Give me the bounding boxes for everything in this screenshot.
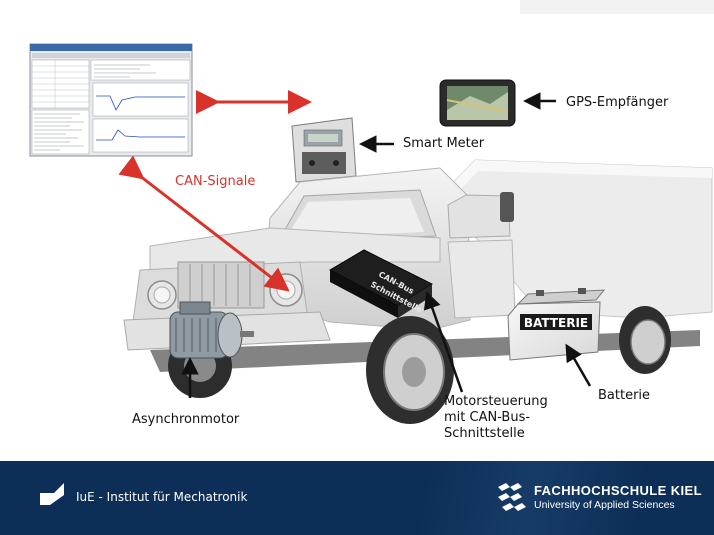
- software-screenshot: [29, 43, 193, 157]
- rear-wheel: [619, 306, 671, 374]
- red-can-signal-arrow: [118, 155, 290, 292]
- async-motor: [169, 301, 254, 359]
- gps-device: [439, 79, 516, 127]
- top-stripe: [520, 0, 714, 14]
- async-motor-label: Asynchronmotor: [132, 412, 240, 427]
- motor-control-label-2: mit CAN-Bus-: [444, 410, 531, 425]
- battery-device: BATTERIE: [507, 288, 606, 361]
- institute-name: IuE - Institut für Mechatronik: [76, 490, 248, 504]
- footer-bar: IuE - Institut für Mechatronik FACHHOCHS…: [0, 461, 714, 535]
- battery-arrow: [565, 343, 592, 387]
- can-signals-label: CAN-Signale: [175, 174, 256, 189]
- motor-control-arrow: [423, 291, 464, 393]
- school-subtitle: University of Applied Sciences: [534, 499, 675, 511]
- motor-control-label-3: Schnittstelle: [444, 426, 525, 441]
- gps-receiver-label: GPS-Empfänger: [566, 95, 669, 110]
- school-name: FACHHOCHSCHULE KIEL: [534, 483, 702, 498]
- smart-meter-label: Smart Meter: [403, 136, 485, 151]
- front-right-wheel: [366, 316, 454, 424]
- can-bus-box: CAN-Bus Schnittstelle: [328, 249, 434, 318]
- battery-label: Batterie: [598, 388, 651, 403]
- school-logo-icon: [498, 483, 526, 511]
- motor-control-label-1: Motorsteuerung: [444, 394, 548, 409]
- smart-meter: [291, 117, 357, 183]
- battery-box-label: BATTERIE: [524, 316, 588, 330]
- institute-logo-icon: [40, 483, 64, 505]
